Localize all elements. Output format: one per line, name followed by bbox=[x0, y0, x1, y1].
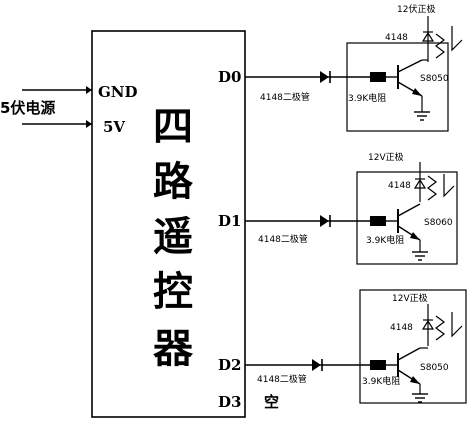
channel-2-relay-contact-icon bbox=[443, 174, 455, 198]
channel-1-line-diode-icon bbox=[320, 71, 329, 83]
controller-title-char-1: 四 bbox=[153, 104, 193, 150]
channel-2-transistor-label: S8060 bbox=[424, 218, 453, 228]
channel-2-relay-coil-icon bbox=[427, 175, 437, 201]
channel-3-relay-board bbox=[359, 289, 467, 404]
controller-title-char-3: 遥 bbox=[153, 214, 193, 260]
channel-3-line-diode-icon bbox=[312, 359, 321, 371]
channel-3-flyback-diode-icon bbox=[421, 319, 435, 330]
channel-2-line-diode-icon bbox=[320, 215, 329, 227]
channel-2-relay-board bbox=[356, 171, 458, 265]
channel-2-flyback-diode-icon bbox=[413, 178, 427, 189]
controller-title-char-2: 路 bbox=[153, 159, 194, 205]
gnd-label: GND bbox=[98, 83, 138, 101]
channel-3-resistor-icon bbox=[370, 360, 386, 370]
channel-2-resistor-icon bbox=[370, 216, 386, 226]
5v-label: 5V bbox=[103, 118, 125, 136]
controller-title-char-4: 控 bbox=[153, 269, 193, 315]
channel-2: 4148二极管 12V正极 4148 3.9K电阻 S8060 bbox=[245, 151, 458, 265]
channel-3-relay-contact-icon bbox=[451, 312, 463, 338]
channel-2-diode-label: 4148 bbox=[388, 181, 411, 191]
channel-1-ground-icon bbox=[414, 111, 430, 121]
channel-1-resistor-label: 3.9K电阻 bbox=[348, 92, 386, 104]
power-input: 5伏电源 GND 5V bbox=[0, 83, 138, 136]
channel-3-line-diode-label: 4148二极管 bbox=[257, 373, 307, 385]
pin-d2-label: D2 bbox=[218, 356, 241, 374]
channel-1-line-diode-label: 4148二极管 bbox=[260, 91, 310, 103]
pin-d3-label: D3 bbox=[218, 393, 241, 411]
channel-2-emitter-arrow-icon bbox=[410, 232, 420, 240]
channel-2-ground-icon bbox=[412, 251, 428, 261]
channel-1-relay-contact-icon bbox=[451, 26, 463, 52]
channel-2-collector bbox=[397, 203, 421, 217]
controller-title-char-5: 器 bbox=[153, 326, 194, 372]
channel-1-diode-label: 4148 bbox=[385, 33, 408, 43]
channel-3-transistor-label: S8050 bbox=[420, 363, 449, 373]
channel-2-supply-label: 12V正极 bbox=[368, 151, 404, 163]
channel-1-relay-coil-icon bbox=[435, 33, 445, 59]
channel-3-supply-label: 12V正极 bbox=[392, 292, 428, 304]
controller-block: 四 路 遥 控 器 D0 D1 D2 D3 空 bbox=[91, 30, 279, 418]
channel-1-resistor-icon bbox=[370, 72, 386, 82]
channel-3: 4148二极管 12V正极 4148 3.9K电阻 S8050 bbox=[245, 289, 467, 404]
channel-3-relay-coil-icon bbox=[435, 315, 445, 341]
channel-3-emitter-arrow-icon bbox=[410, 376, 420, 384]
channel-3-resistor-label: 3.9K电阻 bbox=[362, 375, 400, 387]
controller-box bbox=[91, 30, 246, 418]
5v-arrow-icon bbox=[86, 120, 92, 128]
channel-1-emitter-arrow-icon bbox=[412, 88, 422, 96]
gnd-arrow-icon bbox=[86, 86, 92, 94]
channel-1-supply-label: 12伏正极 bbox=[397, 3, 435, 15]
channel-2-line-diode-label: 4148二极管 bbox=[258, 233, 308, 245]
channel-2-resistor-label: 3.9K电阻 bbox=[366, 234, 404, 246]
pin-d0-label: D0 bbox=[218, 68, 241, 86]
channel-3-ground-icon bbox=[412, 393, 428, 403]
channel-3-diode-label: 4148 bbox=[390, 323, 413, 333]
channel-1-transistor-label: S8050 bbox=[420, 74, 449, 84]
power-supply-label: 5伏电源 bbox=[0, 99, 55, 117]
channel-1-collector bbox=[397, 59, 423, 73]
channel-1-relay-board bbox=[346, 42, 449, 132]
channel-3-collector bbox=[397, 347, 421, 361]
channel-1-flyback-diode-icon bbox=[421, 31, 435, 42]
pin-d1-label: D1 bbox=[218, 212, 241, 230]
pin-d3-unused-label: 空 bbox=[264, 393, 279, 411]
channel-1: 4148二极管 12伏正极 4148 3.9K电阻 S8050 bbox=[245, 3, 463, 132]
